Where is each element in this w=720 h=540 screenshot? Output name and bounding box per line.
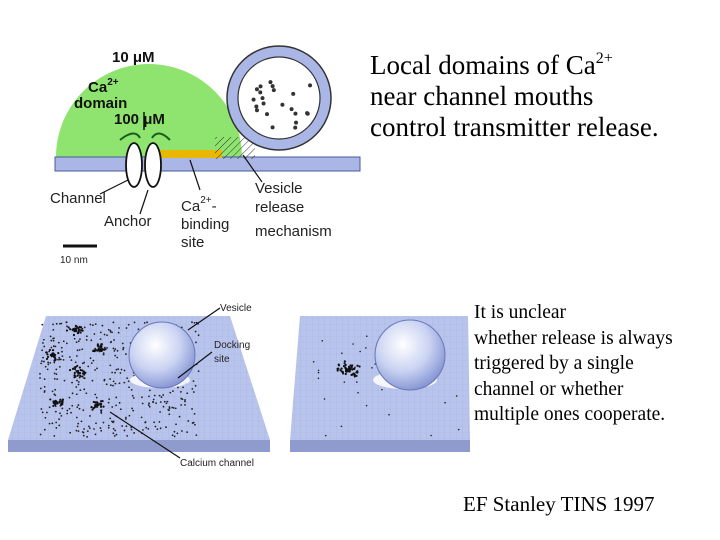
calcium-channel-label: Calcium channel [180, 458, 254, 469]
concentration-high-label: 10 μM [112, 49, 155, 66]
note-line-5: multiple ones cooperate. [474, 404, 666, 425]
arrow-up-icon [119, 132, 171, 141]
domain-label-line2: domain [74, 95, 127, 112]
anchor-label: Anchor [104, 213, 152, 230]
vesicle [226, 45, 332, 151]
top-synapse-diagram: 10 μM Ca2+ domain 100 μM Channel Anchor … [50, 45, 361, 266]
single-channel-panel [290, 316, 470, 452]
release-mechanism-label-line1: Vesicle [255, 180, 303, 197]
vesicle-sphere [128, 321, 196, 389]
title-line-3: control transmitter release. [370, 112, 659, 142]
caption-note: It is unclear whether release is always … [474, 300, 673, 428]
binding-site-label-line1: Ca2+- [181, 195, 217, 215]
calcium-domain [56, 64, 242, 157]
vesicle-sphere-right [374, 319, 446, 391]
concentration-low-label: 100 μM [114, 111, 165, 128]
channel-label: Channel [50, 190, 106, 207]
vesicle-label: Vesicle [220, 303, 252, 314]
membrane [54, 156, 361, 172]
note-line-3: triggered by a single [474, 353, 634, 374]
title-line-1: Local domains of Ca2+ [370, 50, 613, 80]
release-mechanism [215, 137, 255, 159]
release-mechanism-label-line2: release [255, 199, 304, 216]
multi-channel-panel: Vesicle Docking site Calcium channel [8, 303, 270, 469]
title-line-2: near channel mouths [370, 81, 594, 111]
binding-site-label-line3: site [181, 234, 204, 251]
binding-region [160, 150, 222, 158]
docking-site-label-line1: Docking [214, 340, 250, 351]
note-line-2: whether release is always [474, 327, 673, 349]
domain-label-line1: Ca2+ [88, 77, 119, 96]
note-line-4: channel or whether [474, 378, 624, 400]
release-mechanism-label-line3: mechanism [255, 223, 332, 240]
calcium-channel [125, 142, 162, 188]
scale-bar-label: 10 nm [60, 255, 88, 266]
citation: EF Stanley TINS 1997 [463, 492, 655, 516]
binding-site-label-line2: binding [181, 216, 229, 233]
slide-title: Local domains of Ca2+ near channel mouth… [370, 50, 659, 143]
docking-site-label-line2: site [214, 354, 230, 365]
note-line-1: It is unclear [474, 302, 567, 323]
